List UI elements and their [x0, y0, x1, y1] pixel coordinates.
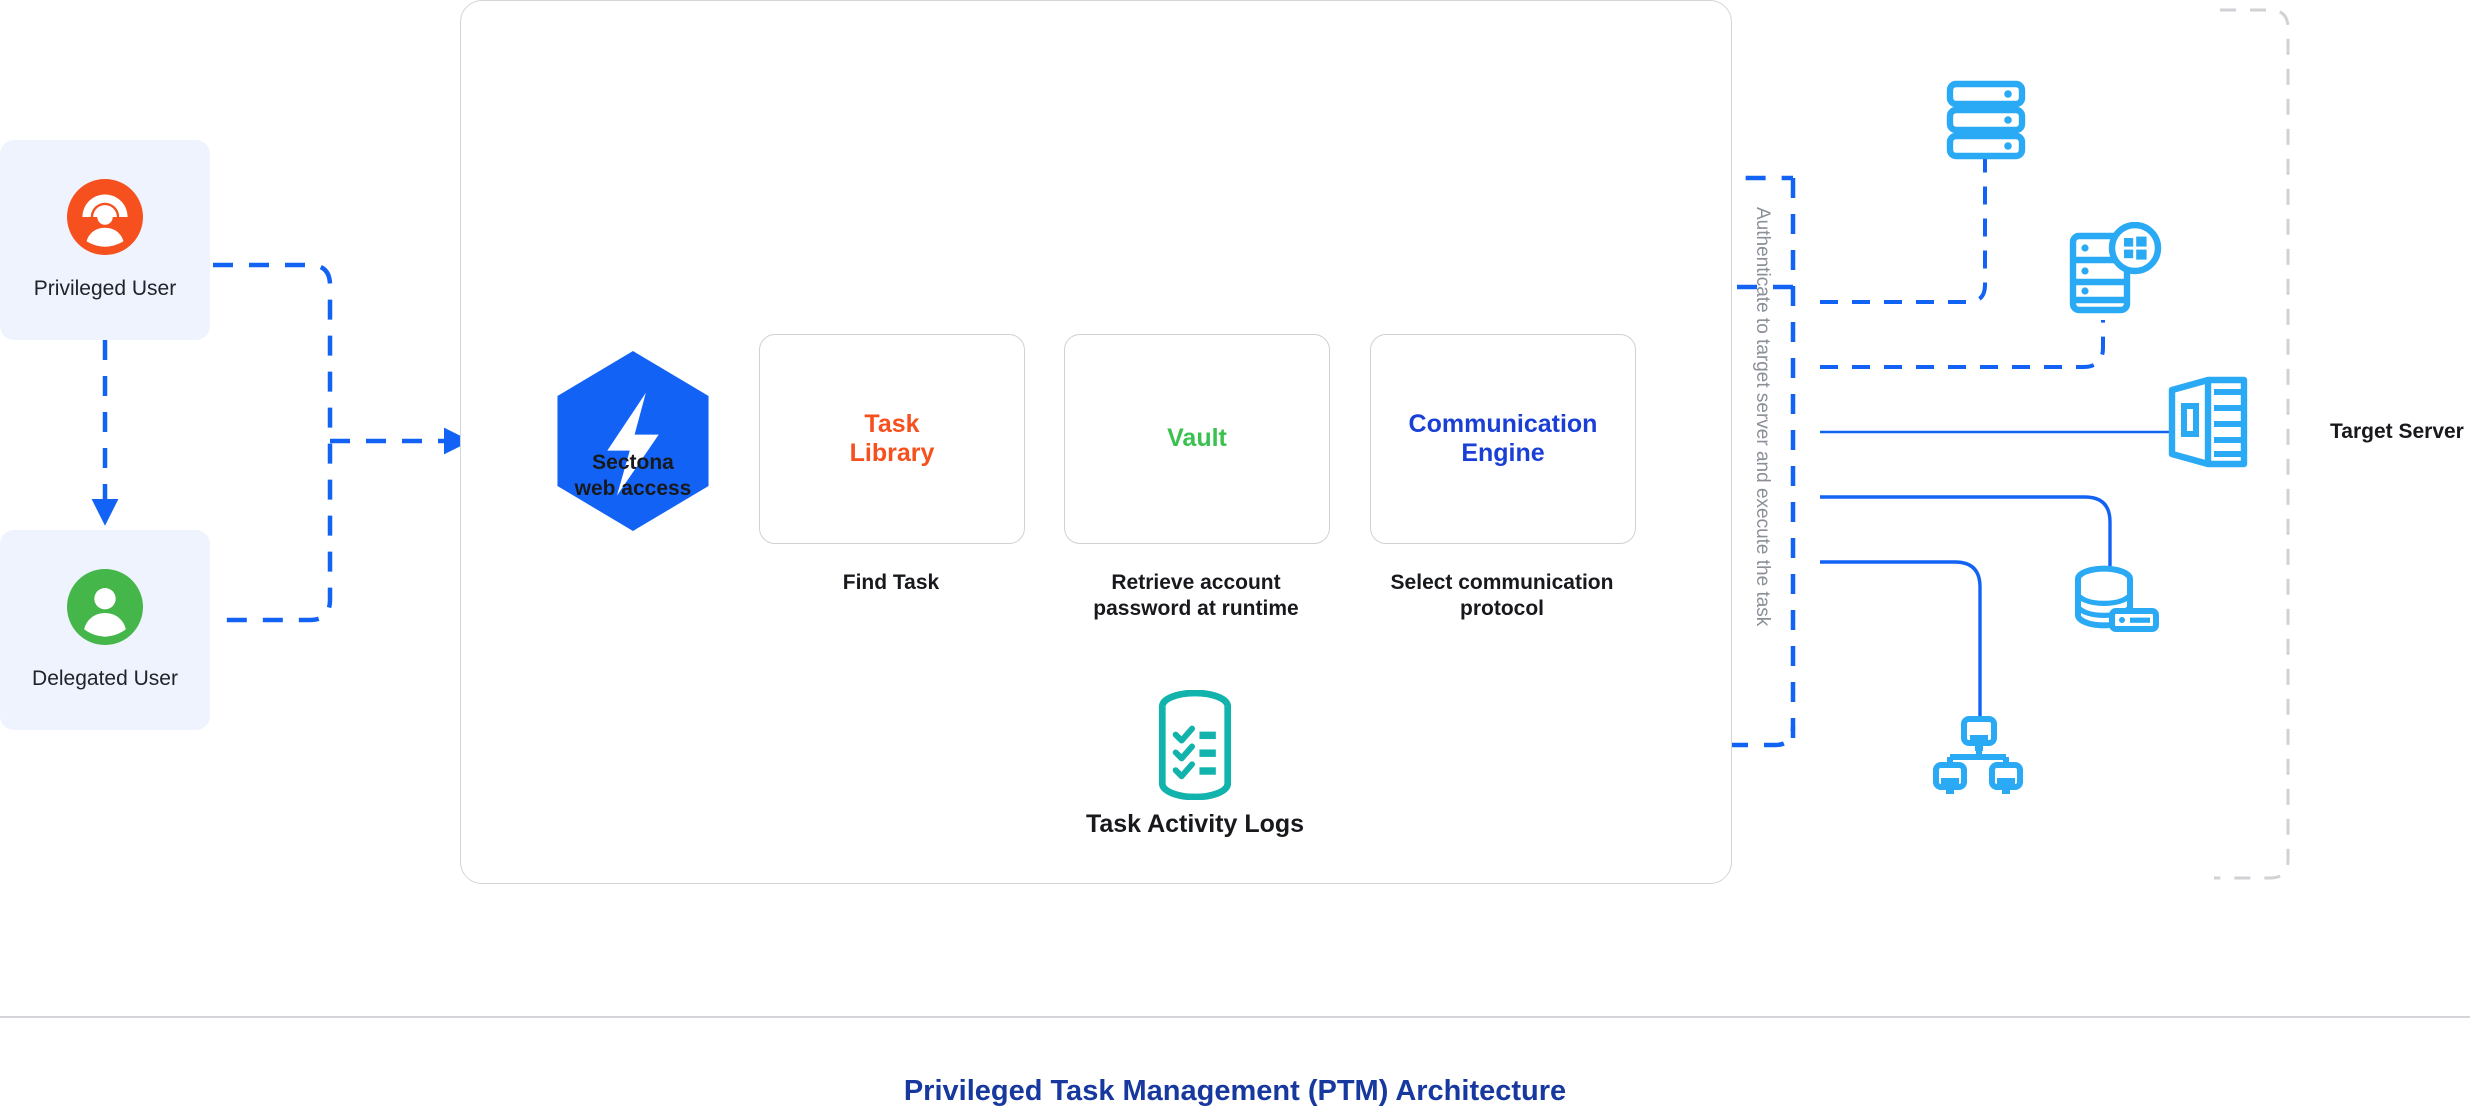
sectona-caption: Sectona web access: [513, 450, 753, 503]
windows-server-icon: [2069, 222, 2162, 314]
box-comm-line2: Engine: [1461, 439, 1545, 467]
caption-find-task-line1: Find Task: [842, 571, 940, 594]
box-communication-engine-title: Communication Engine: [1409, 410, 1598, 469]
edge-bus-to-network-workstations: [1820, 560, 1982, 718]
box-task-library-line1: Task: [864, 409, 920, 438]
box-task-library-title: Task Library: [850, 410, 935, 469]
delegated-user-label: Delegated User: [32, 667, 178, 690]
privileged-user-icon: [67, 179, 143, 255]
caption-comm-line2: protocol: [1460, 597, 1544, 621]
caption-vault-line2: password at runtime: [1093, 597, 1299, 621]
sectona-caption-line2: web access: [574, 477, 692, 501]
delegated-user-icon: [67, 569, 143, 645]
task-activity-logs-cylinder-icon: [1158, 690, 1232, 800]
card-delegated-user[interactable]: Delegated User: [0, 530, 210, 730]
caption-vault-line1: Retrieve account: [1111, 571, 1281, 594]
caption-find-task: Find Task: [699, 570, 1083, 596]
box-vault[interactable]: Vault: [1064, 334, 1330, 544]
target-boundary-dashed: [2214, 8, 2290, 880]
authenticate-note: Authenticate to target server and execut…: [1752, 207, 1773, 627]
caption-vault: Retrieve account password at runtime: [1004, 570, 1388, 623]
caption-communication-engine: Select communication protocol: [1310, 570, 1694, 623]
box-comm-line1: Communication: [1408, 409, 1598, 438]
box-vault-line1: Vault: [1167, 424, 1227, 453]
server-rack-icon: [1946, 80, 2026, 160]
box-task-library[interactable]: Task Library: [759, 334, 1025, 544]
sectona-caption-line1: Sectona: [592, 451, 674, 474]
edge-users-bracket: [213, 262, 333, 623]
network-workstations-icon: [1933, 716, 2023, 794]
footer-divider: [0, 1016, 2470, 1018]
caption-comm-line1: Select communication: [1390, 571, 1614, 594]
database-server-icon: [2075, 565, 2159, 632]
sectona-gateway[interactable]: [543, 351, 723, 531]
edge-bus-to-database-server: [1820, 495, 2112, 568]
box-task-library-line2: Library: [849, 439, 935, 467]
target-server-label: Target Server: [2330, 420, 2464, 443]
box-communication-engine[interactable]: Communication Engine: [1370, 334, 1636, 544]
privileged-user-label: Privileged User: [33, 277, 177, 300]
page-title: Privileged Task Management (PTM) Archite…: [903, 1075, 1567, 1107]
edge-bus-to-windows-server: [1820, 320, 2105, 369]
card-privileged-user[interactable]: Privileged User: [0, 140, 210, 340]
sectona-hexagon-logo: [557, 351, 709, 531]
edge-bus-to-server-rack: [1820, 145, 1987, 304]
box-vault-title: Vault: [1167, 424, 1227, 454]
task-activity-logs-label: Task Activity Logs: [1085, 810, 1305, 838]
tower-server-icon: [2168, 376, 2248, 468]
